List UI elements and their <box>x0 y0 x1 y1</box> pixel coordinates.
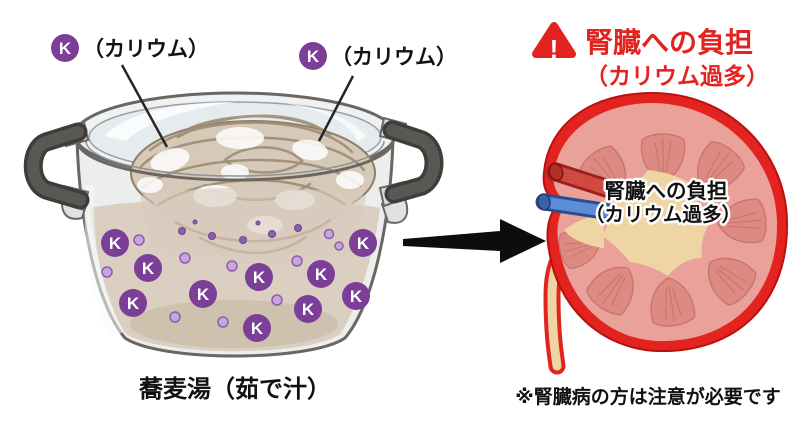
pot-handle-left <box>23 120 90 220</box>
water-highlight-right <box>284 103 366 142</box>
warning-triangle-icon <box>532 22 576 58</box>
water-highlight-left <box>104 102 235 141</box>
potassium-ion: K <box>189 280 217 308</box>
potassium-label-right: K （カリウム） <box>299 42 457 142</box>
potassium-droplets <box>178 219 302 244</box>
soba-noodles <box>130 114 376 264</box>
potassium-ion: K <box>119 289 147 317</box>
svg-text:K: K <box>109 234 122 253</box>
svg-text:K: K <box>357 234 370 253</box>
potassium-label-left-text: （カリウム） <box>83 37 209 61</box>
potassium-small-dots <box>101 228 344 328</box>
broth-bottom-shadow <box>130 300 338 348</box>
potassium-badge-letter: K <box>59 39 72 58</box>
svg-text:K: K <box>251 319 264 338</box>
potassium-label-right-text: （カリウム） <box>331 45 457 69</box>
potassium-ion: K <box>349 229 377 257</box>
potassium-ion: K <box>243 314 271 342</box>
renal-pelvis <box>602 170 712 276</box>
kidney-illustration: 腎臓への負担 （カリウム過多） ! 腎臓への負担 （カリウム過多） ※腎臓病の方… <box>515 22 789 408</box>
kidney-overlay-subtitle: （カリウム過多） <box>585 203 741 226</box>
kidney-footnote: ※腎臓病の方は注意が必要です <box>515 385 780 408</box>
svg-text:K: K <box>350 287 363 306</box>
pointer-line-left <box>120 64 169 148</box>
kidney-overlay-title: 腎臓への負担 <box>605 179 728 203</box>
pelvis-hilum-connector <box>564 214 604 248</box>
renal-vein <box>535 193 619 221</box>
svg-text:K: K <box>302 300 315 319</box>
pot-caption: 蕎麦湯（茹で汁） <box>138 376 331 403</box>
svg-text:K: K <box>142 259 155 278</box>
warning-title: 腎臓への負担 <box>585 27 753 58</box>
kidney-warning-heading: ! 腎臓への負担 （カリウム過多） <box>532 22 769 89</box>
potassium-ion: K <box>245 263 273 291</box>
renal-pyramids <box>558 133 767 327</box>
pot-rim-front-line <box>75 139 395 182</box>
potassium-badge-letter: K <box>307 47 320 66</box>
kidney-overlay-caption: 腎臓への負担 （カリウム過多） <box>582 177 743 229</box>
svg-text:K: K <box>253 268 266 287</box>
potassium-ions: K K K K K K K <box>101 229 377 342</box>
pot-highlight <box>84 185 124 337</box>
arrow-icon <box>403 219 546 263</box>
potassium-ion: K <box>134 254 162 282</box>
potassium-ion: K <box>294 295 322 323</box>
warning-subtitle: （カリウム過多） <box>585 63 769 89</box>
potassium-ion: K <box>342 282 370 310</box>
renal-artery <box>546 162 622 200</box>
pot-illustration: K K K K K K K <box>23 34 457 403</box>
warning-triangle-exclamation: ! <box>550 34 559 64</box>
potassium-label-left: K （カリウム） <box>51 34 209 148</box>
svg-text:K: K <box>315 265 328 284</box>
pointer-line-right <box>317 75 355 142</box>
potassium-ion: K <box>101 229 129 257</box>
potassium-badge <box>51 34 79 62</box>
pot-rim-inner-line <box>85 140 385 177</box>
potassium-badge <box>299 42 327 70</box>
pot-handle-right <box>378 116 444 224</box>
svg-text:K: K <box>127 294 140 313</box>
potassium-ion: K <box>307 260 335 288</box>
svg-text:K: K <box>197 285 210 304</box>
